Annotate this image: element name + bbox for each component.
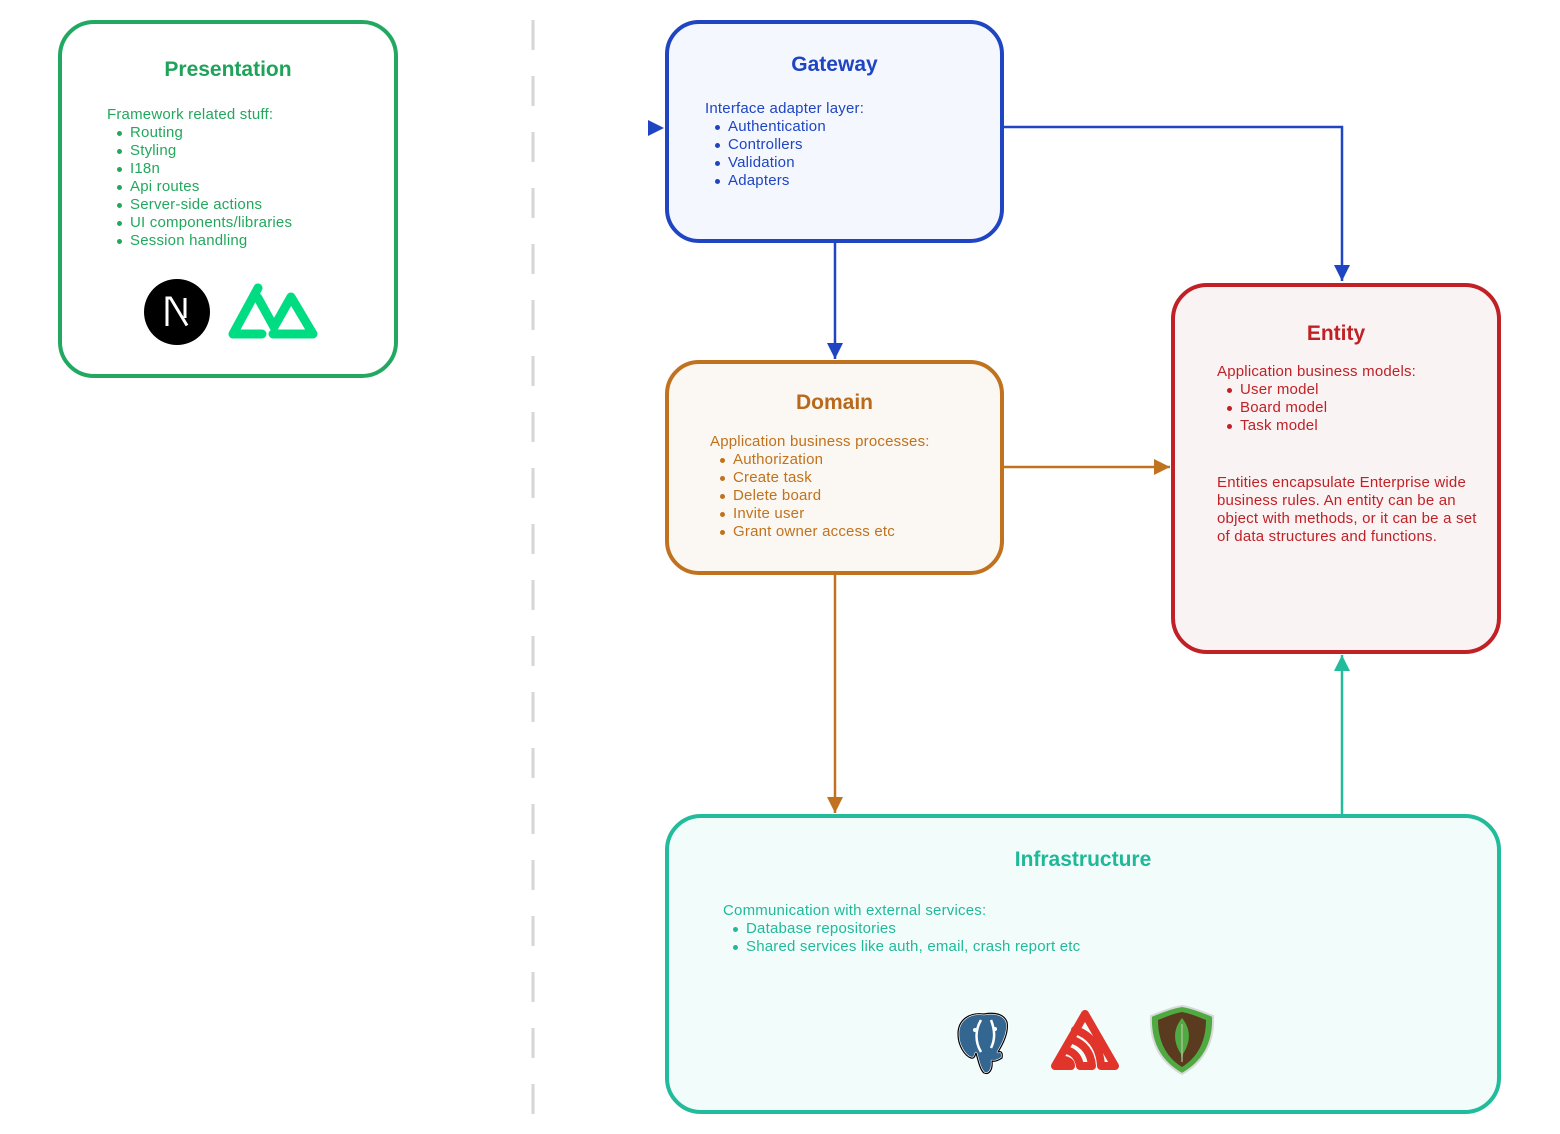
presentation-description: Framework related stuff: Routing Styling… [107, 106, 292, 250]
list-item: Authentication [714, 118, 864, 136]
arrowhead-presentation-to-gateway [648, 120, 664, 136]
gateway-title: Gateway [791, 53, 878, 76]
list-item: Authorization [720, 451, 930, 469]
gateway-list: Authentication Controllers Validation Ad… [705, 118, 864, 190]
list-item: Task model [1226, 417, 1416, 435]
gateway-box: Gateway Interface adapter layer: Authent… [665, 20, 1004, 243]
list-item: Create task [720, 469, 930, 487]
domain-intro: Application business processes: [710, 433, 930, 450]
list-item: Invite user [720, 505, 930, 523]
domain-list: Authorization Create task Delete board I… [710, 451, 930, 541]
list-item: Board model [1226, 399, 1416, 417]
infrastructure-box: Infrastructure Communication with extern… [665, 814, 1501, 1114]
nextjs-logo [144, 279, 210, 345]
list-item: Api routes [116, 178, 292, 196]
entity-intro: Application business models: [1217, 363, 1417, 380]
list-item: UI components/libraries [116, 214, 293, 231]
entity-list: User model Board model Task model [1217, 381, 1416, 435]
infrastructure-list: Database repositories Shared services li… [723, 920, 1080, 956]
list-item: Styling [116, 142, 292, 160]
entity-note: Entities encapsulate Enterprise wide bus… [1217, 474, 1477, 545]
domain-title: Domain [795, 391, 873, 414]
list-item: Delete board [720, 487, 930, 505]
infrastructure-description: Communication with external services: Da… [723, 902, 1080, 956]
presentation-title: Presentation [164, 58, 292, 81]
list-item: Database repositories [732, 920, 1080, 938]
presentation-box: Presentation Framework related stuff: Ro… [58, 20, 398, 378]
list-item: Grant owner access etc [720, 523, 930, 541]
gateway-intro: Interface adapter layer: [705, 100, 865, 117]
list-item: User model [1226, 381, 1416, 399]
list-item: Server-side actions [116, 196, 292, 214]
entity-description: Application business models: User model … [1217, 363, 1416, 435]
presentation-intro: Framework related stuff: [107, 106, 274, 123]
infrastructure-intro: Communication with external services: [723, 902, 987, 919]
presentation-list: Routing Styling I18n Api routes Server-s… [107, 124, 292, 250]
domain-description: Application business processes: Authoriz… [710, 433, 930, 541]
entity-title: Entity [1306, 322, 1366, 345]
domain-box: Domain Application business processes: A… [665, 360, 1004, 575]
list-item: I18n [116, 160, 292, 178]
list-item: Routing [116, 124, 292, 142]
gateway-description: Interface adapter layer: Authentication … [705, 100, 864, 190]
mongodb-logo [1149, 1004, 1215, 1076]
list-item: Session handling [116, 232, 292, 250]
list-item: Shared services like auth, email, crash … [732, 938, 1081, 955]
postgresql-logo [956, 1012, 1009, 1075]
arrow-gateway-to-entity [1004, 125, 1350, 281]
entity-box: Entity Application business models: User… [1171, 283, 1501, 654]
list-item: Controllers [714, 136, 864, 154]
nuxt-logo [228, 283, 318, 339]
list-item: Validation [714, 154, 864, 172]
list-item: Adapters [714, 172, 864, 190]
sentry-logo [1051, 1010, 1119, 1070]
infrastructure-title: Infrastructure [1014, 848, 1152, 871]
